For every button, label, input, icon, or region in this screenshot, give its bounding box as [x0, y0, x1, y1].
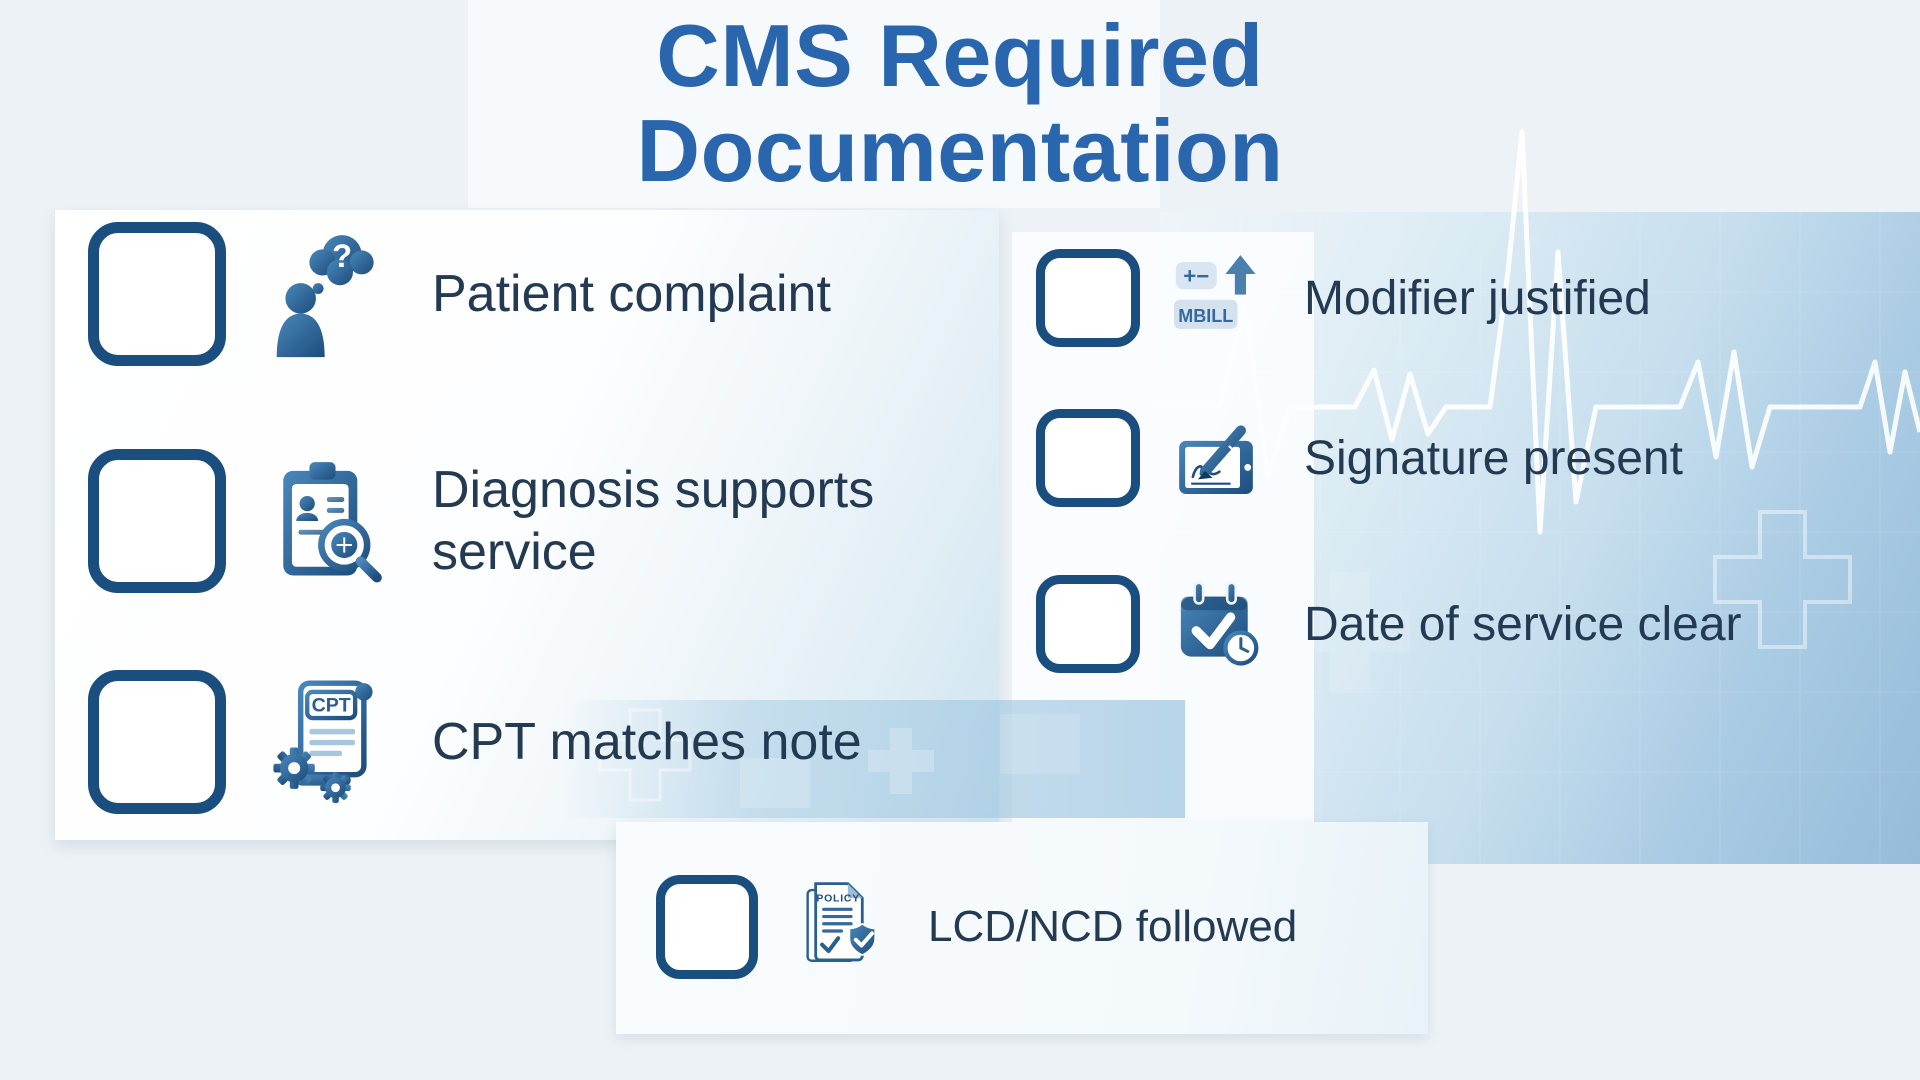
- title-backdrop-panel: [468, 0, 1160, 208]
- diagnosis-supports-service-checkbox[interactable]: [88, 449, 226, 593]
- page-title: CMS Required Documentation: [430, 8, 1490, 198]
- modifier-justified-checkbox[interactable]: [1036, 249, 1140, 347]
- page-title-line1: CMS Required: [656, 6, 1264, 105]
- signature-present-label: Signature present: [1304, 431, 1683, 485]
- blue-mosaic-band: [560, 700, 1185, 818]
- cpt-matches-note-label: CPT matches note: [432, 713, 862, 771]
- signature-present-checkbox[interactable]: [1036, 409, 1140, 507]
- date-of-service-checkbox[interactable]: [1036, 575, 1140, 673]
- ekg-line: [1150, 129, 1920, 535]
- lcd-ncd-followed-label: LCD/NCD followed: [928, 902, 1298, 951]
- checklist-item-lcd-ncd-followed: POLICY LCD/NCD followed: [656, 872, 1297, 982]
- question-mark-glyph: ?: [332, 237, 352, 274]
- patient-complaint-label: Patient complaint: [432, 265, 831, 323]
- modifier-billing-arrow-icon: +− MBILL: [1174, 248, 1270, 348]
- ekg-heartbeat-graphic: [1150, 129, 1920, 864]
- checklist-item-signature-present: Signature present: [1036, 402, 1683, 514]
- plus-minus-badge-text: +−: [1183, 263, 1209, 288]
- checklist-item-patient-complaint: ? Patient complaint: [88, 215, 831, 373]
- diagnosis-clipboard-magnifier-icon: [268, 451, 390, 591]
- medical-cross-outline: [1713, 510, 1852, 649]
- checklist-item-date-of-service-clear: Date of service clear: [1036, 568, 1742, 680]
- patient-complaint-checkbox[interactable]: [88, 222, 226, 366]
- checklist-item-diagnosis-supports-service: Diagnosis supports service: [88, 442, 874, 600]
- patient-question-icon: ?: [268, 224, 390, 364]
- calendar-check-clock-icon: [1174, 574, 1270, 674]
- policy-badge-text: POLICY: [816, 893, 860, 904]
- cpt-matches-note-checkbox[interactable]: [88, 670, 226, 814]
- diagnosis-supports-service-label: Diagnosis supports service: [432, 460, 875, 581]
- page-title-line2: Documentation: [636, 101, 1284, 201]
- checklist-item-cpt-matches-note: CPT: [88, 666, 862, 818]
- signature-pad-pen-icon: [1174, 408, 1270, 508]
- checklist-item-modifier-justified: +− MBILL Modifier justified: [1036, 242, 1651, 354]
- medical-cross-faint: [1290, 572, 1410, 692]
- cpt-document-gears-icon: CPT: [268, 672, 390, 812]
- date-of-service-label: Date of service clear: [1304, 597, 1742, 651]
- lcd-ncd-followed-checkbox[interactable]: [656, 875, 758, 979]
- modifier-justified-label: Modifier justified: [1304, 271, 1651, 325]
- cpt-badge-text: CPT: [312, 695, 351, 717]
- mbill-badge-text: MBILL: [1178, 306, 1233, 326]
- policy-document-shield-icon: POLICY: [798, 877, 888, 977]
